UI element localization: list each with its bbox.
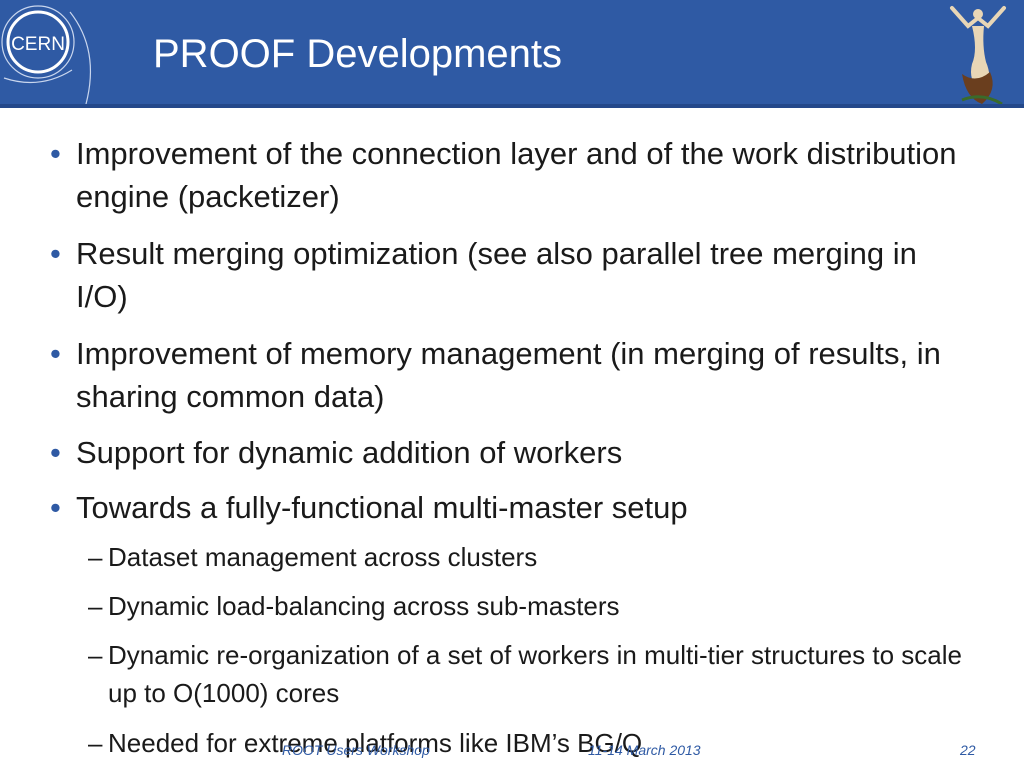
bullet-text: Improvement of memory management (in mer… bbox=[76, 336, 941, 414]
sub-bullet-mark: – bbox=[88, 640, 103, 670]
footer-event: ROOT Users Workshop bbox=[282, 742, 430, 758]
sub-bullet-text: Dynamic re-organization of a set of work… bbox=[108, 640, 962, 708]
bullet-text: Towards a fully-functional multi-master … bbox=[76, 490, 688, 525]
bullet-mark: • bbox=[50, 236, 61, 271]
mascot-figure-icon bbox=[932, 0, 1024, 108]
bullet-text: Result merging optimization (see also pa… bbox=[76, 236, 917, 314]
slide-header: CERN PROOF Developments bbox=[0, 0, 1024, 108]
bullet-mark: • bbox=[50, 336, 61, 371]
bullet-item: • Support for dynamic addition of worker… bbox=[50, 431, 970, 474]
sub-bullet-mark: – bbox=[88, 591, 103, 621]
bullet-mark: • bbox=[50, 136, 61, 171]
bullet-text: Support for dynamic addition of workers bbox=[76, 435, 623, 470]
sub-bullet-mark: – bbox=[88, 728, 103, 758]
sub-bullet-item: – Dataset management across clusters bbox=[88, 538, 968, 576]
cern-logo-text: CERN bbox=[11, 34, 65, 55]
slide-title: PROOF Developments bbox=[153, 32, 563, 76]
bullet-mark: • bbox=[50, 490, 61, 525]
bullet-item: • Towards a fully-functional multi-maste… bbox=[50, 486, 970, 529]
sub-bullet-text: Dataset management across clusters bbox=[108, 542, 538, 572]
sub-bullet-item: – Dynamic load-balancing across sub-mast… bbox=[88, 587, 968, 625]
slide-footer: ROOT Users Workshop 11-14 March 2013 22 bbox=[0, 736, 1024, 768]
bullet-text: Improvement of the connection layer and … bbox=[76, 136, 957, 214]
sub-bullet-item: – Needed for extreme platforms like IBM’… bbox=[88, 724, 968, 762]
bullet-item: • Improvement of the connection layer an… bbox=[50, 132, 970, 218]
page-number: 22 bbox=[960, 742, 976, 758]
bullet-item: • Improvement of memory management (in m… bbox=[50, 332, 970, 418]
sub-bullet-text: Needed for extreme platforms like IBM’s … bbox=[108, 728, 643, 758]
bullet-mark: • bbox=[50, 435, 61, 470]
sub-bullet-item: – Dynamic re-organization of a set of wo… bbox=[88, 636, 968, 712]
bullet-item: • Result merging optimization (see also … bbox=[50, 232, 970, 318]
sub-bullet-text: Dynamic load-balancing across sub-master… bbox=[108, 591, 620, 621]
sub-bullet-mark: – bbox=[88, 542, 103, 572]
cern-logo-icon: CERN bbox=[0, 0, 110, 108]
footer-date: 11-14 March 2013 bbox=[588, 742, 701, 758]
